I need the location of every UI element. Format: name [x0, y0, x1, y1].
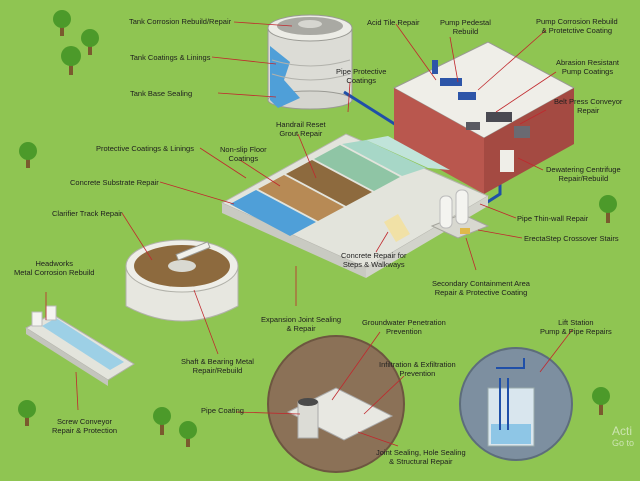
pipe-crosssection-circle: [267, 335, 405, 473]
leader-lines: [45, 21, 573, 447]
label-pipe-thinwall: Pipe Thin-wall Repair: [517, 214, 589, 223]
tree-icon: [61, 46, 81, 75]
lift-station-circle: [459, 347, 573, 461]
activation-watermark: Acti Go to: [612, 424, 635, 448]
headworks-channel: [25, 305, 135, 386]
clarifier: [125, 239, 239, 322]
aeration-basin: [220, 133, 490, 278]
label-pipe-coating: Pipe Coating: [201, 406, 244, 415]
label-concrete-substrate: Concrete Substrate Repair: [70, 178, 159, 187]
label-tank-base-sealing: Tank Base Sealing: [130, 89, 193, 98]
label-pump-corrosion: Pump Corrosion Rebuild& Protetctive Coat…: [536, 17, 618, 35]
storage-tank: [267, 14, 353, 110]
tree-icon: [599, 195, 617, 223]
tree-icon: [19, 142, 37, 168]
pump-building: [392, 41, 576, 194]
label-tank-corrosion: Tank Corrosion Rebuild/Repair: [129, 17, 232, 26]
pump-equipment: [432, 60, 530, 138]
label-protective-linings: Protective Coatings & Linings: [96, 144, 194, 153]
tree-icon: [179, 421, 197, 447]
containment-tanks: [430, 189, 490, 239]
tree-icon: [153, 407, 171, 435]
label-tank-coatings: Tank Coatings & Linings: [130, 53, 211, 62]
label-expansion-joint: Expansion Joint Sealing& Repair: [261, 315, 342, 333]
tree-group: [18, 10, 617, 447]
tree-icon: [18, 400, 36, 426]
tree-icon: [592, 387, 610, 415]
label-joint-sealing: Joint Sealing, Hole Sealing& Structural …: [376, 448, 466, 466]
label-acid-tile: Acid Tile Repair: [367, 18, 420, 27]
tree-icon: [81, 29, 99, 55]
label-clarifier-track: Clarifier Track Repair: [52, 209, 123, 218]
tree-icon: [53, 10, 71, 36]
label-erectastep: ErectaStep Crossover Stairs: [524, 234, 619, 243]
